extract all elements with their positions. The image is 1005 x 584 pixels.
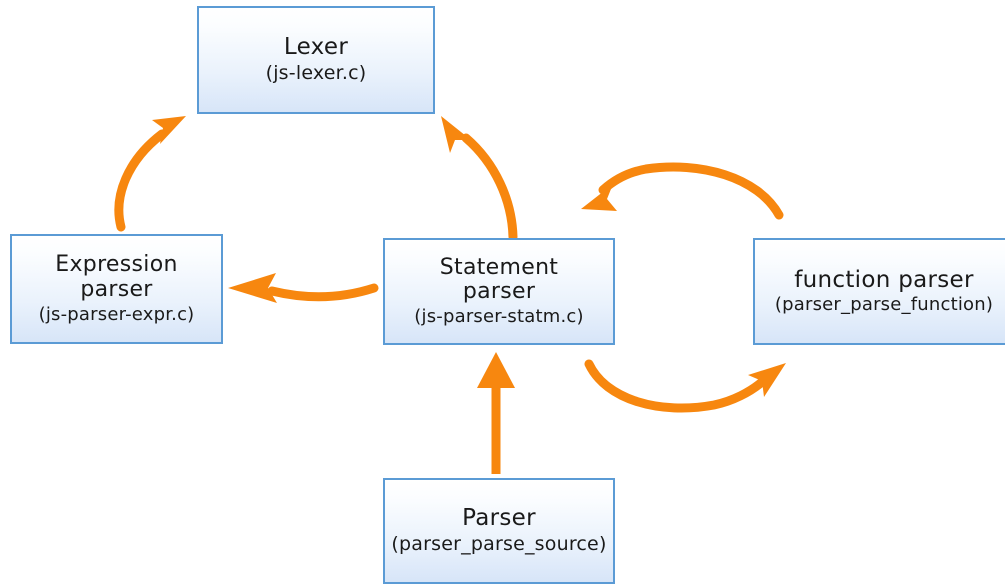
node-parser-title: Parser: [462, 505, 536, 532]
node-statement-parser[interactable]: Statement parser (js-parser-statm.c): [383, 238, 615, 345]
node-expression-parser[interactable]: Expression parser (js-parser-expr.c): [10, 234, 223, 344]
edge-parser-to-statement: [477, 352, 515, 474]
node-lexer-subtitle: (js-lexer.c): [265, 62, 367, 85]
node-lexer[interactable]: Lexer (js-lexer.c): [197, 6, 435, 114]
edge-expr-to-lexer: [114, 116, 186, 232]
edge-function-to-statement: [581, 162, 784, 220]
node-parser[interactable]: Parser (parser_parse_source): [383, 478, 615, 584]
node-statement-parser-title: Statement parser: [439, 254, 559, 305]
edge-statement-to-expr: [228, 273, 379, 303]
node-function-parser-subtitle: (parser_parse_function): [774, 294, 994, 316]
node-lexer-title: Lexer: [283, 34, 349, 61]
node-statement-parser-subtitle: (js-parser-statm.c): [414, 306, 584, 328]
node-function-parser[interactable]: function parser (parser_parse_function): [753, 238, 1005, 345]
node-expression-parser-title: Expression parser: [55, 252, 178, 302]
edge-statement-to-function: [584, 359, 786, 413]
edge-statement-to-lexer: [441, 116, 518, 242]
node-function-parser-title: function parser: [794, 266, 974, 293]
node-expression-parser-subtitle: (js-parser-expr.c): [38, 303, 195, 325]
node-parser-subtitle: (parser_parse_source): [391, 533, 607, 556]
